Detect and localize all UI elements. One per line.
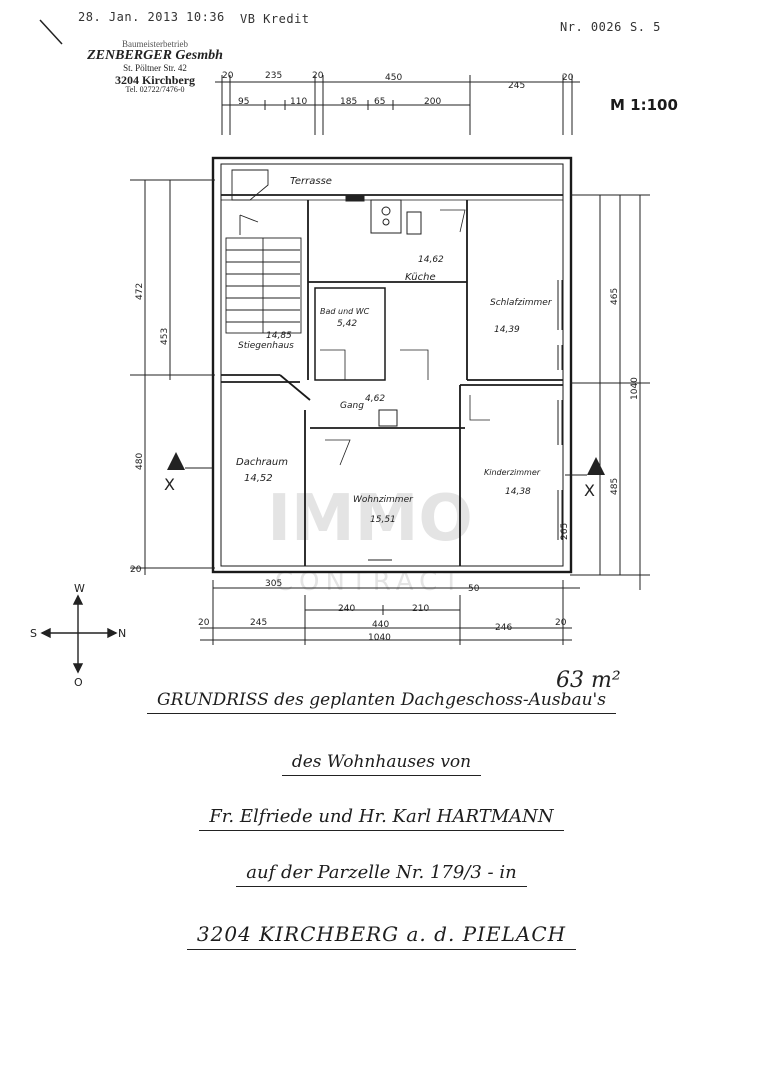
svg-text:20: 20	[130, 565, 142, 575]
svg-text:485: 485	[610, 478, 620, 495]
room-wohnzimmer: Wohnzimmer	[353, 495, 414, 505]
svg-text:95: 95	[238, 97, 249, 107]
company-city: 3204 Kirchberg	[114, 72, 196, 87]
interior-walls	[221, 194, 563, 566]
room-stiegenhaus-area: 14,85	[266, 331, 292, 341]
svg-text:X: X	[584, 481, 595, 500]
svg-text:65: 65	[374, 97, 385, 107]
company-name: ZENBERGER Gesmbh	[87, 48, 223, 64]
svg-text:20: 20	[555, 618, 567, 628]
room-schlafzimmer-area: 14,39	[494, 325, 520, 335]
fax-doc-number: Nr. 0026	[560, 20, 622, 34]
svg-text:20: 20	[562, 73, 574, 83]
company-phone: Tel. 02722/7476-0	[125, 85, 185, 95]
svg-text:240: 240	[338, 604, 355, 614]
title-text-5: 3204 KIRCHBERG a. d. PIELACH	[186, 922, 577, 950]
compass-east: O	[74, 676, 83, 689]
company-line1: Baumeisterbetrieb	[122, 39, 188, 49]
room-dachraum-area: 14,52	[244, 473, 273, 484]
fax-timestamp: 28. Jan. 2013 10:36	[78, 10, 225, 24]
room-kueche: Küche	[405, 272, 436, 283]
room-gang-area: 4,62	[365, 394, 385, 404]
svg-text:185: 185	[340, 97, 357, 107]
svg-text:453: 453	[160, 328, 170, 345]
top-dimensions	[215, 75, 580, 135]
svg-text:1040: 1040	[630, 377, 640, 400]
outer-walls	[211, 156, 573, 574]
room-bad: Bad und WC	[320, 307, 370, 316]
stairs	[225, 169, 302, 334]
compass-north: N	[118, 627, 126, 640]
room-kinderzimmer: Kinderzimmer	[484, 468, 541, 477]
svg-text:305: 305	[265, 579, 282, 589]
svg-text:200: 200	[424, 97, 441, 107]
compass-labels: W O S N	[30, 582, 126, 689]
title-line-2: des Wohnhauses von	[0, 752, 763, 776]
svg-text:450: 450	[385, 73, 402, 83]
company-stamp: Baumeisterbetrieb ZENBERGER Gesmbh St. P…	[80, 39, 230, 95]
room-labels: Terrasse Küche 14,62 Bad und WC 5,42 Sti…	[236, 176, 553, 525]
company-street: St. Pöltner Str. 42	[123, 63, 187, 74]
svg-text:1040: 1040	[368, 633, 391, 643]
svg-text:20: 20	[312, 71, 324, 81]
compass-icon	[40, 594, 118, 674]
title-text-2: des Wohnhauses von	[281, 752, 482, 776]
svg-text:440: 440	[372, 620, 389, 630]
bottom-dimensions	[200, 580, 580, 645]
room-wohnzimmer-area: 15,51	[370, 515, 396, 525]
room-terrasse: Terrasse	[290, 176, 332, 187]
svg-text:X: X	[164, 475, 175, 494]
top-dimension-labels: 20 235 20 450 245 20 95 110 185 65 200	[222, 71, 574, 107]
svg-text:245: 245	[508, 81, 525, 91]
room-kinderzimmer-area: 14,38	[505, 487, 531, 497]
total-area-note: 63 m²	[556, 668, 621, 693]
title-line-3: Fr. Elfriede und Hr. Karl HARTMANN	[0, 806, 763, 831]
fax-sender: VB Kredit	[240, 12, 310, 26]
title-line-1: GRUNDRISS des geplanten Dachgeschoss-Aus…	[0, 690, 763, 714]
bottom-dimension-labels: 305 50 240 210 20 245 440 246 20 1040	[198, 579, 567, 643]
section-marker-right: X	[565, 457, 605, 500]
room-stiegenhaus: Stiegenhaus	[238, 341, 294, 351]
fax-page: S. 5	[630, 20, 661, 34]
svg-text:235: 235	[265, 71, 282, 81]
watermark-main: IMMO	[267, 482, 473, 556]
windows	[368, 280, 563, 561]
room-dachraum: Dachraum	[236, 457, 288, 468]
svg-text:20: 20	[222, 71, 234, 81]
svg-text:50: 50	[468, 584, 480, 594]
title-line-4: auf der Parzelle Nr. 179/3 - in	[0, 862, 763, 887]
room-kueche-area: 14,62	[418, 255, 444, 265]
title-text-3: Fr. Elfriede und Hr. Karl HARTMANN	[199, 806, 564, 831]
room-bad-area: 5,42	[337, 319, 357, 329]
title-text-1: GRUNDRISS des geplanten Dachgeschoss-Aus…	[147, 690, 616, 714]
title-text-4: auf der Parzelle Nr. 179/3 - in	[236, 862, 527, 887]
svg-text:20: 20	[198, 618, 210, 628]
compass-south: S	[30, 627, 37, 640]
room-gang: Gang	[340, 401, 364, 411]
svg-text:210: 210	[412, 604, 429, 614]
side-dimensions	[130, 179, 650, 590]
svg-text:110: 110	[290, 97, 307, 107]
chimney	[345, 194, 422, 427]
svg-text:480: 480	[135, 453, 145, 470]
scale-label: M 1:100	[610, 96, 678, 114]
svg-text:246: 246	[495, 623, 512, 633]
doors	[320, 209, 490, 466]
compass-west: W	[74, 582, 85, 595]
svg-text:465: 465	[610, 288, 620, 305]
svg-text:265: 265	[560, 523, 570, 540]
section-marker-left: X	[164, 452, 213, 494]
side-dimension-labels: 472 453 480 20 465 485 1040 265	[130, 283, 640, 575]
title-line-5: 3204 KIRCHBERG a. d. PIELACH	[0, 922, 763, 950]
svg-text:245: 245	[250, 618, 267, 628]
svg-text:472: 472	[135, 283, 145, 300]
room-schlafzimmer: Schlafzimmer	[490, 298, 553, 308]
